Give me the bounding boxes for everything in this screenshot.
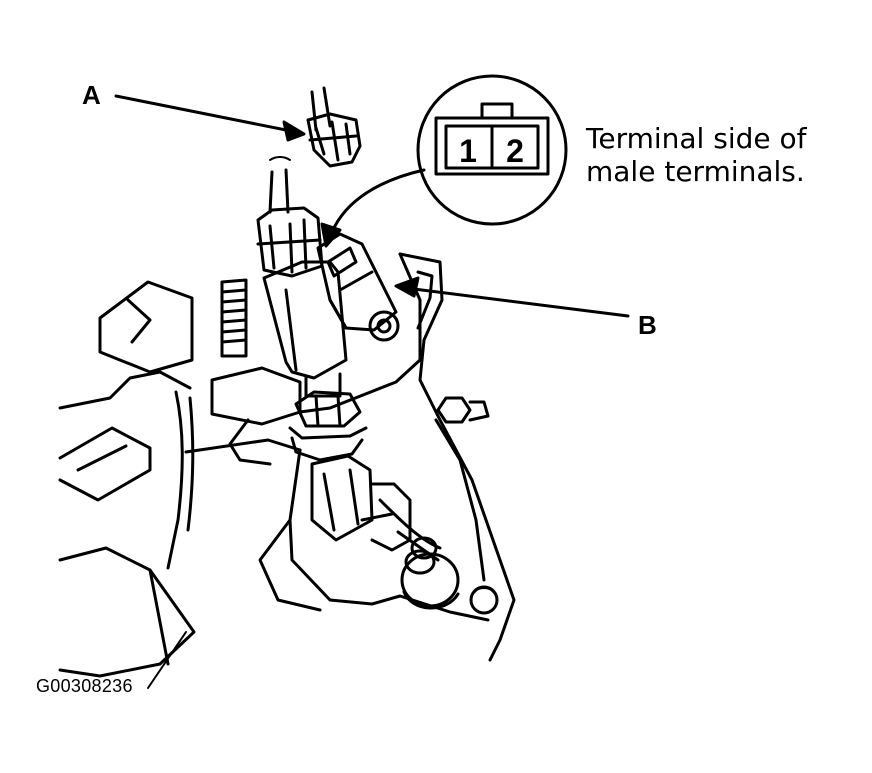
callout-label-b: B <box>638 310 657 340</box>
connector-a <box>306 86 362 168</box>
figure-id-leader <box>147 631 187 689</box>
clutch-switch <box>256 156 368 462</box>
lower-bolt <box>469 585 499 615</box>
leader-inset <box>320 168 426 248</box>
wire-loom <box>220 278 248 358</box>
terminal-note-line1: Terminal side of <box>586 122 807 155</box>
left-body-panel <box>58 280 196 678</box>
mounting-bracket <box>184 252 516 662</box>
sensor-b <box>316 232 398 332</box>
pedal-pushrod <box>310 454 460 610</box>
terminal-note-line2: male terminals. <box>586 155 805 188</box>
sensor-nut <box>368 310 400 342</box>
bracket-bolt <box>436 396 490 424</box>
terminal-pin-2: 2 <box>506 133 524 169</box>
figure-id: G00308236 <box>36 676 133 696</box>
callout-label-a: A <box>82 80 101 110</box>
leader-a <box>114 94 306 142</box>
terminal-inset <box>416 74 568 226</box>
terminal-pin-1: 1 <box>459 133 477 169</box>
leader-b <box>394 276 630 318</box>
